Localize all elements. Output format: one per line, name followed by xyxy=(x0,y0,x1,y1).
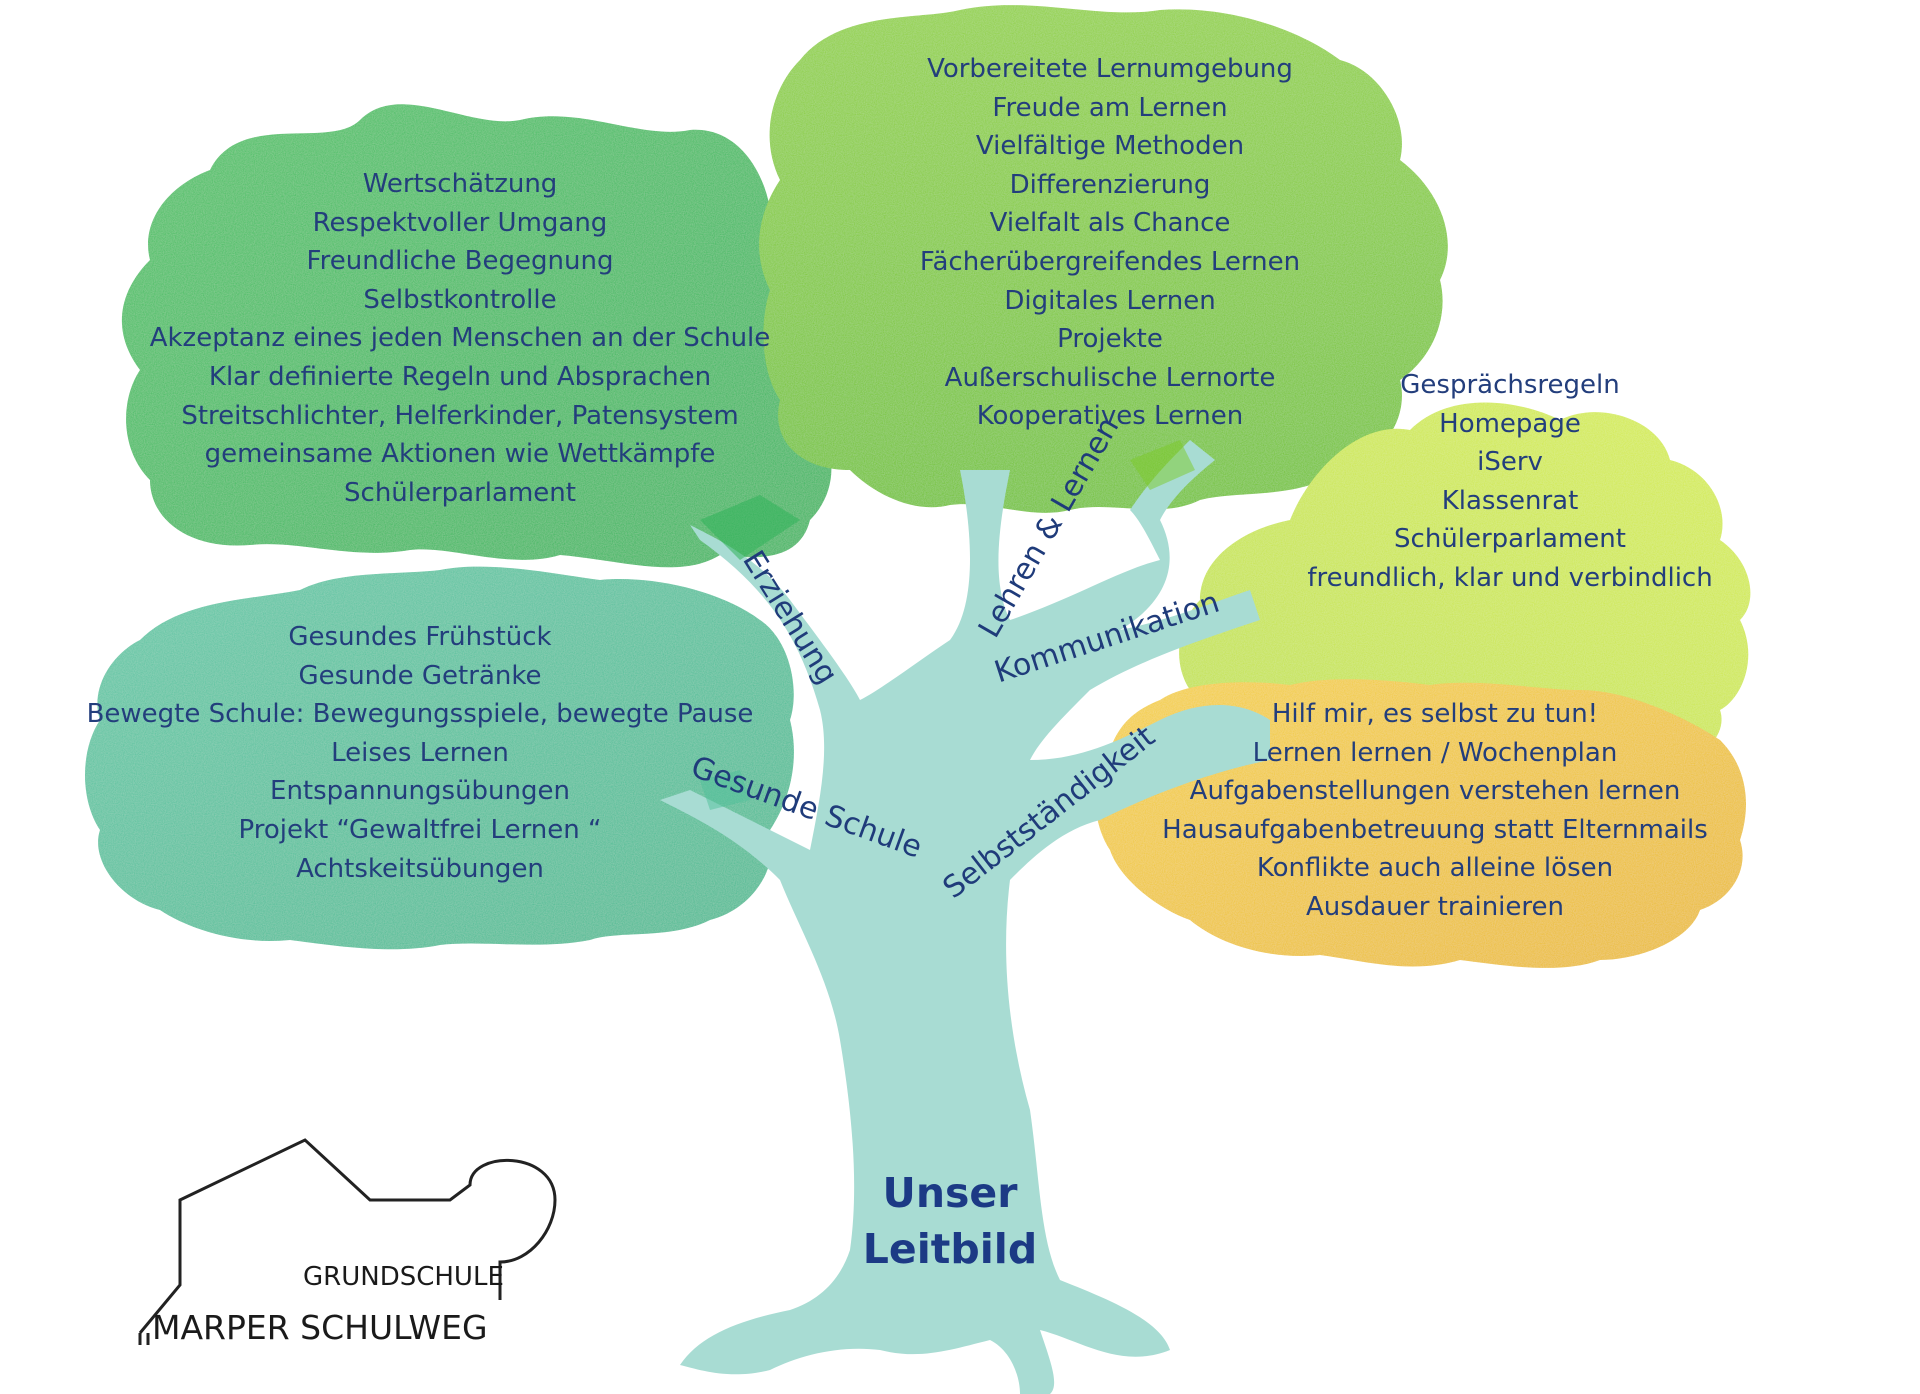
page-title: Unser Leitbild xyxy=(830,1165,1070,1277)
list-item: Respektvoller Umgang xyxy=(312,207,608,238)
logo-text-grundschule: GRUNDSCHULE xyxy=(303,1262,504,1292)
list-item: Gesprächsregeln xyxy=(1400,370,1620,400)
list-item: Homepage xyxy=(1439,408,1581,439)
list-item: Schülerparlament xyxy=(344,477,576,508)
list-item: Entspannungsübungen xyxy=(270,776,570,807)
list-item: Hilf mir, es selbst zu tun! xyxy=(1271,699,1599,729)
cloud-lehren-lernen xyxy=(759,5,1448,513)
cloud-erziehung xyxy=(121,104,832,568)
list-item: iServ xyxy=(1477,447,1543,478)
list-item: Ausdauer trainieren xyxy=(1305,891,1564,922)
list-item: Schülerparlament xyxy=(1394,524,1626,555)
list-item: Vorbereitete Lernumgebung xyxy=(927,54,1293,84)
tree-trunk xyxy=(660,440,1270,1394)
list-item: Akzeptanz eines jeden Menschen an der Sc… xyxy=(149,323,771,354)
list-item: Hausaufgabenbetreuung statt Elternmails xyxy=(1162,814,1708,845)
logo-text-school-name: MARPER SCHULWEG xyxy=(152,1308,488,1347)
list-item: Wertschätzung xyxy=(362,169,558,199)
selbststaendigkeit-items: Hilf mir, es selbst zu tun! Lernen lerne… xyxy=(1150,695,1720,927)
list-item: Freude am Lernen xyxy=(992,92,1228,123)
list-item: gemeinsame Aktionen wie Wettkämpfe xyxy=(204,439,716,470)
list-item: Streitschlichter, Helferkinder, Patensys… xyxy=(181,400,739,431)
list-item: Gesunde Getränke xyxy=(298,660,542,691)
cloud-gesunde-schule xyxy=(85,566,794,950)
erziehung-items: Wertschätzung Respektvoller Umgang Freun… xyxy=(110,165,810,512)
title-line-2: Leitbild xyxy=(862,1225,1038,1273)
list-item: Differenzierung xyxy=(1009,169,1211,200)
list-item: Vielfältige Methoden xyxy=(975,131,1245,162)
list-item: Kooperatives Lernen xyxy=(976,401,1244,432)
list-item: Gesundes Frühstück xyxy=(288,622,552,652)
list-item: Projekt “Gewaltfrei Lernen “ xyxy=(238,814,602,845)
list-item: Projekte xyxy=(1057,324,1163,355)
list-item: Aufgabenstellungen verstehen lernen xyxy=(1189,776,1681,807)
list-item: Konflikte auch alleine lösen xyxy=(1256,853,1614,884)
kommunikation-items: Gesprächsregeln Homepage iServ Klassenra… xyxy=(1290,366,1730,598)
list-item: Leises Lernen xyxy=(331,737,509,768)
list-item: Freundliche Begegnung xyxy=(306,246,614,277)
list-item: Lernen lernen / Wochenplan xyxy=(1252,737,1618,768)
list-item: freundlich, klar und verbindlich xyxy=(1307,562,1713,593)
list-item: Fächerübergreifendes Lernen xyxy=(919,246,1301,277)
list-item: Vielfalt als Chance xyxy=(989,208,1231,239)
list-item: Klar definierte Regeln und Absprachen xyxy=(208,361,712,392)
gesunde-schule-items: Gesundes Frühstück Gesunde Getränke Bewe… xyxy=(70,618,770,888)
list-item: Außerschulische Lernorte xyxy=(944,362,1276,393)
title-line-1: Unser xyxy=(882,1169,1018,1217)
list-item: Bewegte Schule: Bewegungsspiele, bewegte… xyxy=(86,699,754,730)
list-item: Digitales Lernen xyxy=(1004,285,1216,316)
list-item: Selbstkontrolle xyxy=(363,284,557,315)
lehren-lernen-items: Vorbereitete Lernumgebung Freude am Lern… xyxy=(860,50,1360,436)
list-item: Achtskeitsübungen xyxy=(296,853,544,884)
school-logo-drawing xyxy=(138,1138,557,1345)
list-item: Klassenrat xyxy=(1441,485,1579,516)
